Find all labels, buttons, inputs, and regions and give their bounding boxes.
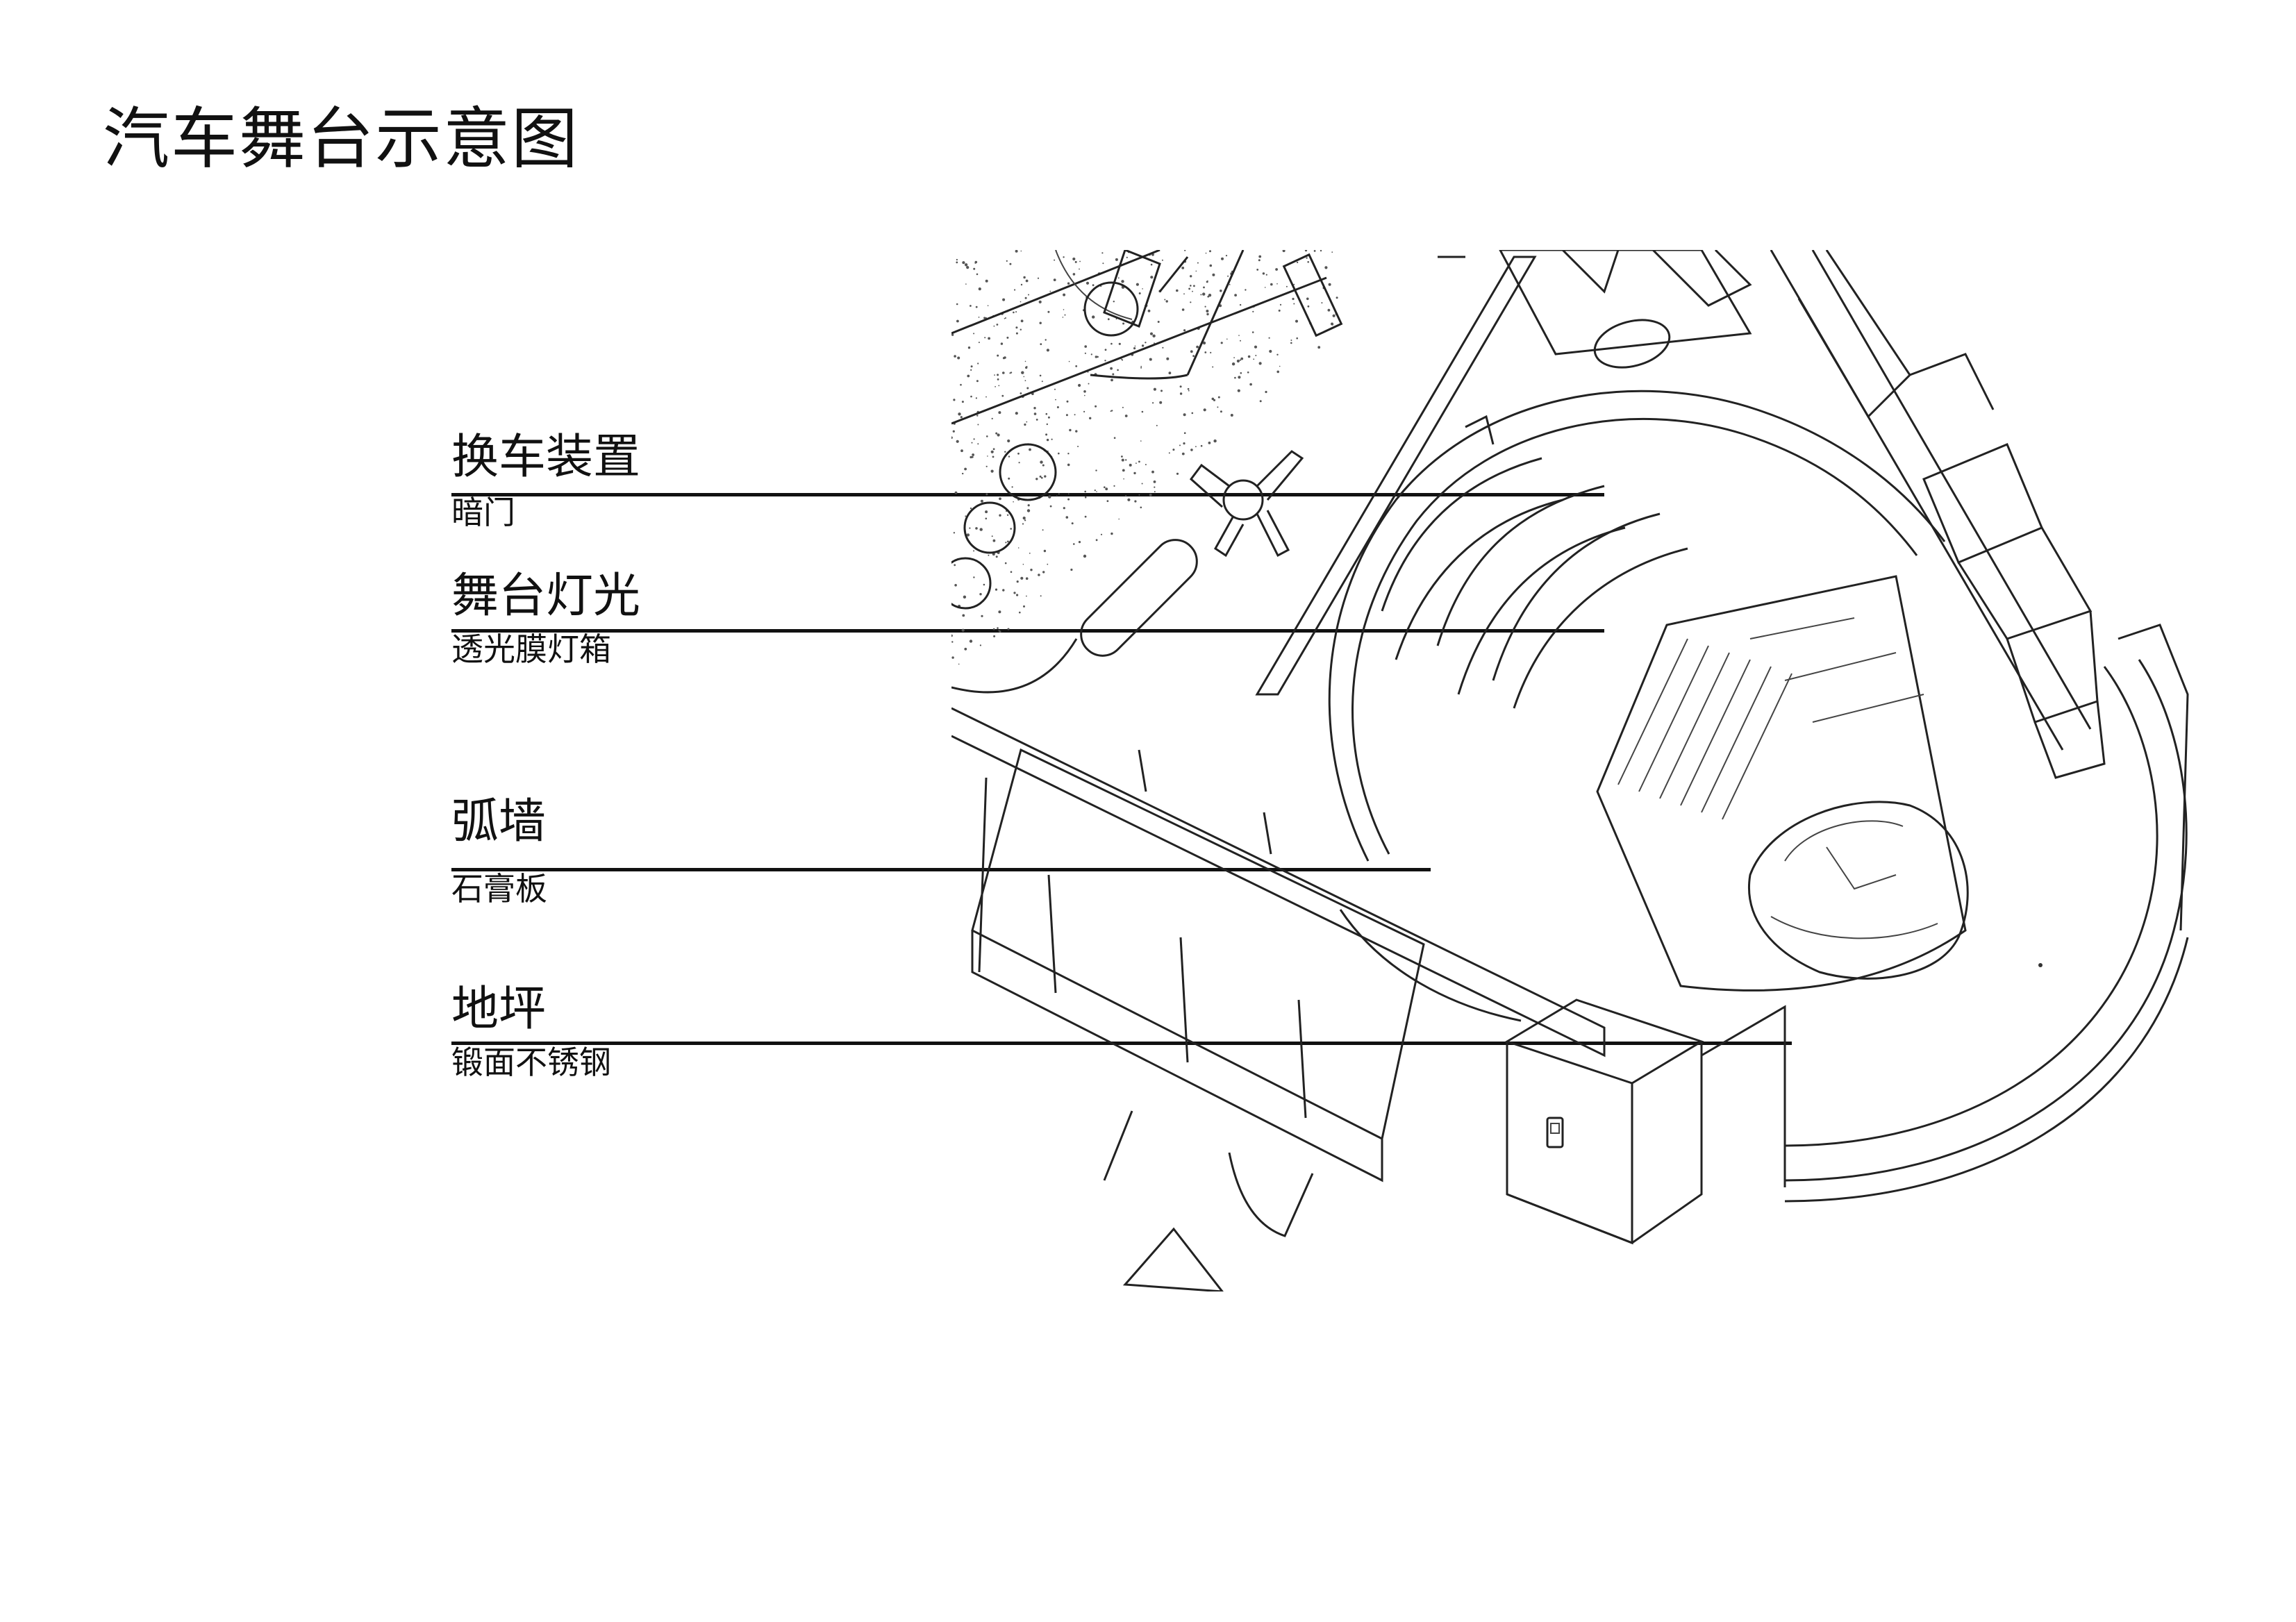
callout-curved-wall: 弧墙 bbox=[451, 799, 546, 846]
page-title: 汽车舞台示意图 bbox=[103, 100, 579, 178]
leader-line-stage-light bbox=[451, 629, 1604, 633]
callout-stage-light: 舞台灯光 bbox=[451, 573, 640, 620]
stage-drawing bbox=[951, 250, 2189, 1291]
callout-sub-floor: 锻面不锈钢 bbox=[451, 1046, 611, 1078]
service-cube bbox=[1504, 998, 1786, 1245]
right-towers bbox=[1770, 250, 2106, 779]
callout-label: 弧墙 bbox=[451, 794, 547, 849]
tree-icon bbox=[951, 281, 1139, 610]
callout-sub: 锻面不锈钢 bbox=[451, 1044, 611, 1081]
door-handle-icon bbox=[1546, 1117, 1564, 1148]
curved-wall bbox=[1328, 390, 1946, 1022]
leader-line-floor bbox=[451, 1042, 1792, 1045]
callout-sub: 石膏板 bbox=[451, 870, 547, 908]
callout-floor: 地坪 bbox=[451, 986, 546, 1033]
diagonal-planter bbox=[1255, 256, 1537, 696]
lightbox-stage bbox=[1381, 457, 1967, 992]
leader-line-curved-wall bbox=[451, 868, 1431, 871]
callout-sub: 暗门 bbox=[451, 494, 515, 531]
callout-sub-car-changer: 暗门 bbox=[451, 496, 515, 528]
top-buildings bbox=[1499, 250, 1995, 419]
callout-sub-curved-wall: 石膏板 bbox=[451, 873, 547, 905]
callout-sub-stage-light: 透光膜灯箱 bbox=[451, 633, 611, 665]
callout-label: 舞台灯光 bbox=[451, 569, 641, 624]
plaza-paths bbox=[951, 250, 1327, 425]
door-swings bbox=[1103, 1110, 1314, 1291]
callout-label: 换车装置 bbox=[451, 430, 641, 485]
pill-planter bbox=[951, 539, 1198, 694]
floor-ring bbox=[1784, 624, 2189, 1203]
callout-label: 地坪 bbox=[451, 982, 547, 1037]
person-figure-icon bbox=[1189, 450, 1304, 558]
callout-car-changer: 换车装置 bbox=[451, 434, 640, 481]
benches bbox=[1103, 250, 1343, 337]
callout-sub: 透光膜灯箱 bbox=[451, 630, 611, 668]
entrance-box bbox=[951, 707, 1606, 1182]
car bbox=[1748, 801, 1969, 980]
leader-line-car-changer bbox=[451, 493, 1604, 496]
